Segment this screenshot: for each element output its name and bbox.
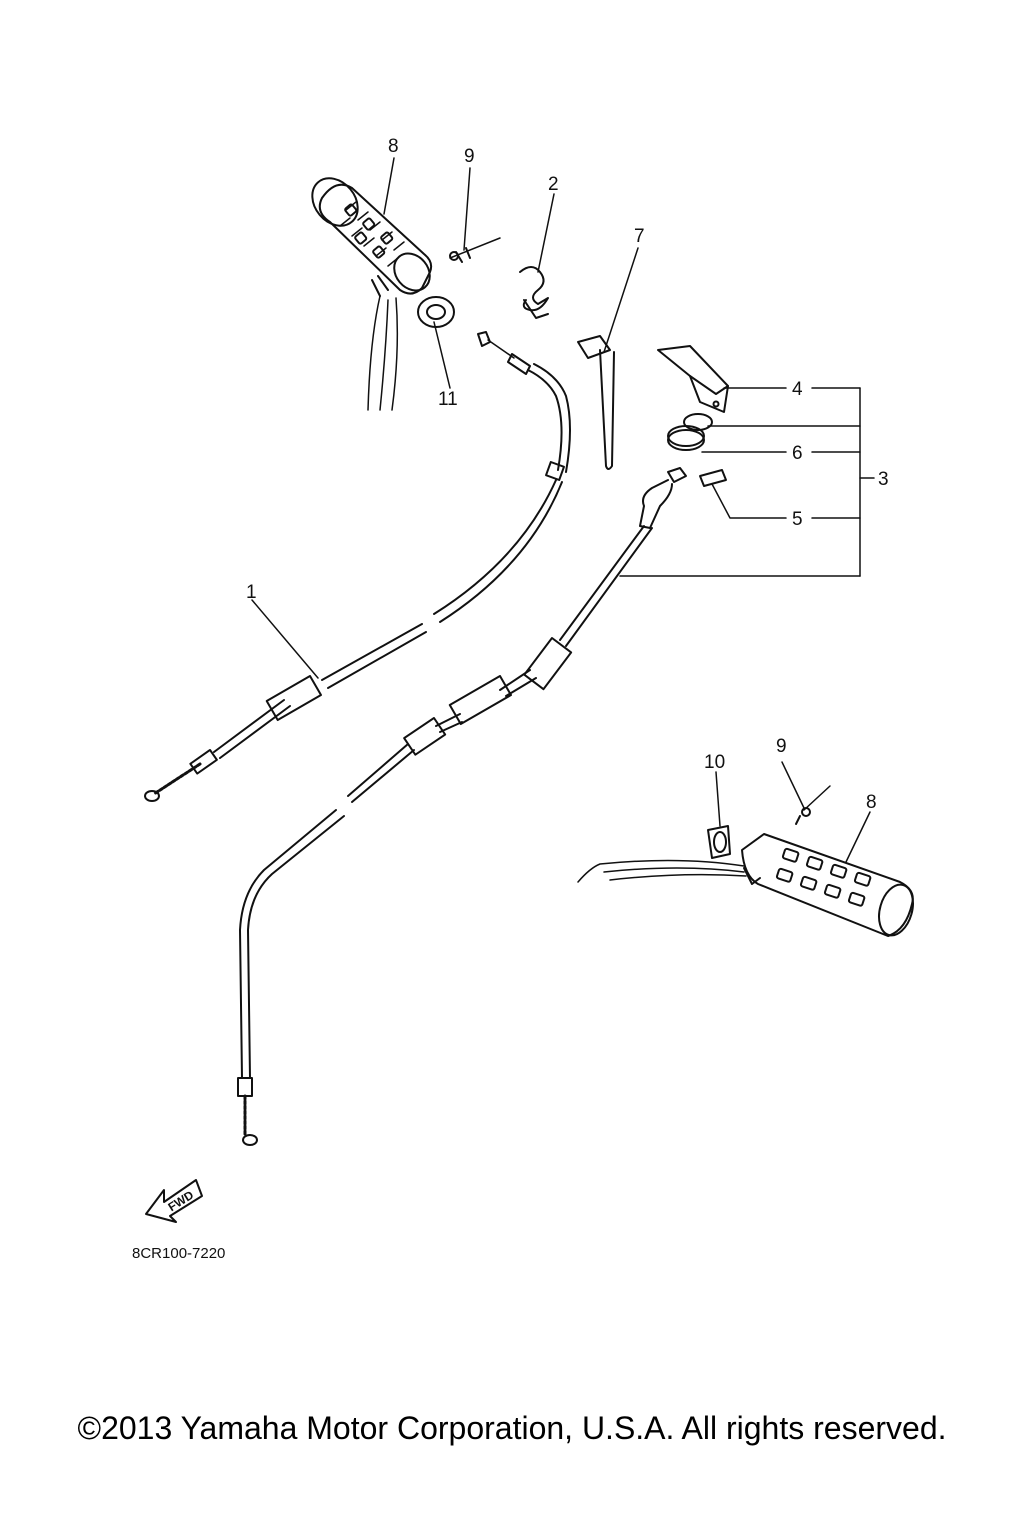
callout-collar-10: 10 bbox=[704, 752, 725, 773]
callout-cable-1: 1 bbox=[246, 582, 257, 603]
callout-end-pin-right: 9 bbox=[776, 736, 787, 757]
cable-1 bbox=[144, 331, 571, 802]
throttle-cable bbox=[237, 467, 687, 1146]
copyright-notice: ©2013 Yamaha Motor Corporation, U.S.A. A… bbox=[77, 1410, 947, 1446]
callout-pin: 5 bbox=[792, 509, 803, 530]
callout-grip-left: 8 bbox=[388, 136, 399, 157]
right-grip bbox=[577, 833, 914, 937]
callout-lever-assy: 4 bbox=[792, 379, 803, 400]
left-grip bbox=[311, 177, 433, 411]
leader-lines bbox=[251, 157, 875, 863]
pin-5 bbox=[699, 469, 727, 487]
washer-6 bbox=[667, 413, 713, 451]
band-7 bbox=[577, 335, 615, 470]
callout-end-pin-left: 9 bbox=[464, 146, 475, 167]
throttle-lever-4 bbox=[657, 345, 729, 413]
callout-band: 7 bbox=[634, 226, 645, 247]
callout-clip: 2 bbox=[548, 174, 559, 195]
clip-2 bbox=[519, 266, 549, 319]
collar-11 bbox=[417, 296, 455, 328]
collar-10 bbox=[707, 825, 731, 859]
callout-throttle-assy: 3 bbox=[878, 469, 889, 490]
diagram-code: 8CR100-7220 bbox=[132, 1245, 225, 1262]
end-pin-right bbox=[795, 785, 831, 825]
end-pin-left bbox=[449, 237, 501, 263]
callout-grip-right: 8 bbox=[866, 792, 877, 813]
callout-washer: 6 bbox=[792, 443, 803, 464]
fwd-arrow-icon bbox=[145, 1179, 203, 1223]
callout-collar-11: 11 bbox=[438, 389, 458, 410]
